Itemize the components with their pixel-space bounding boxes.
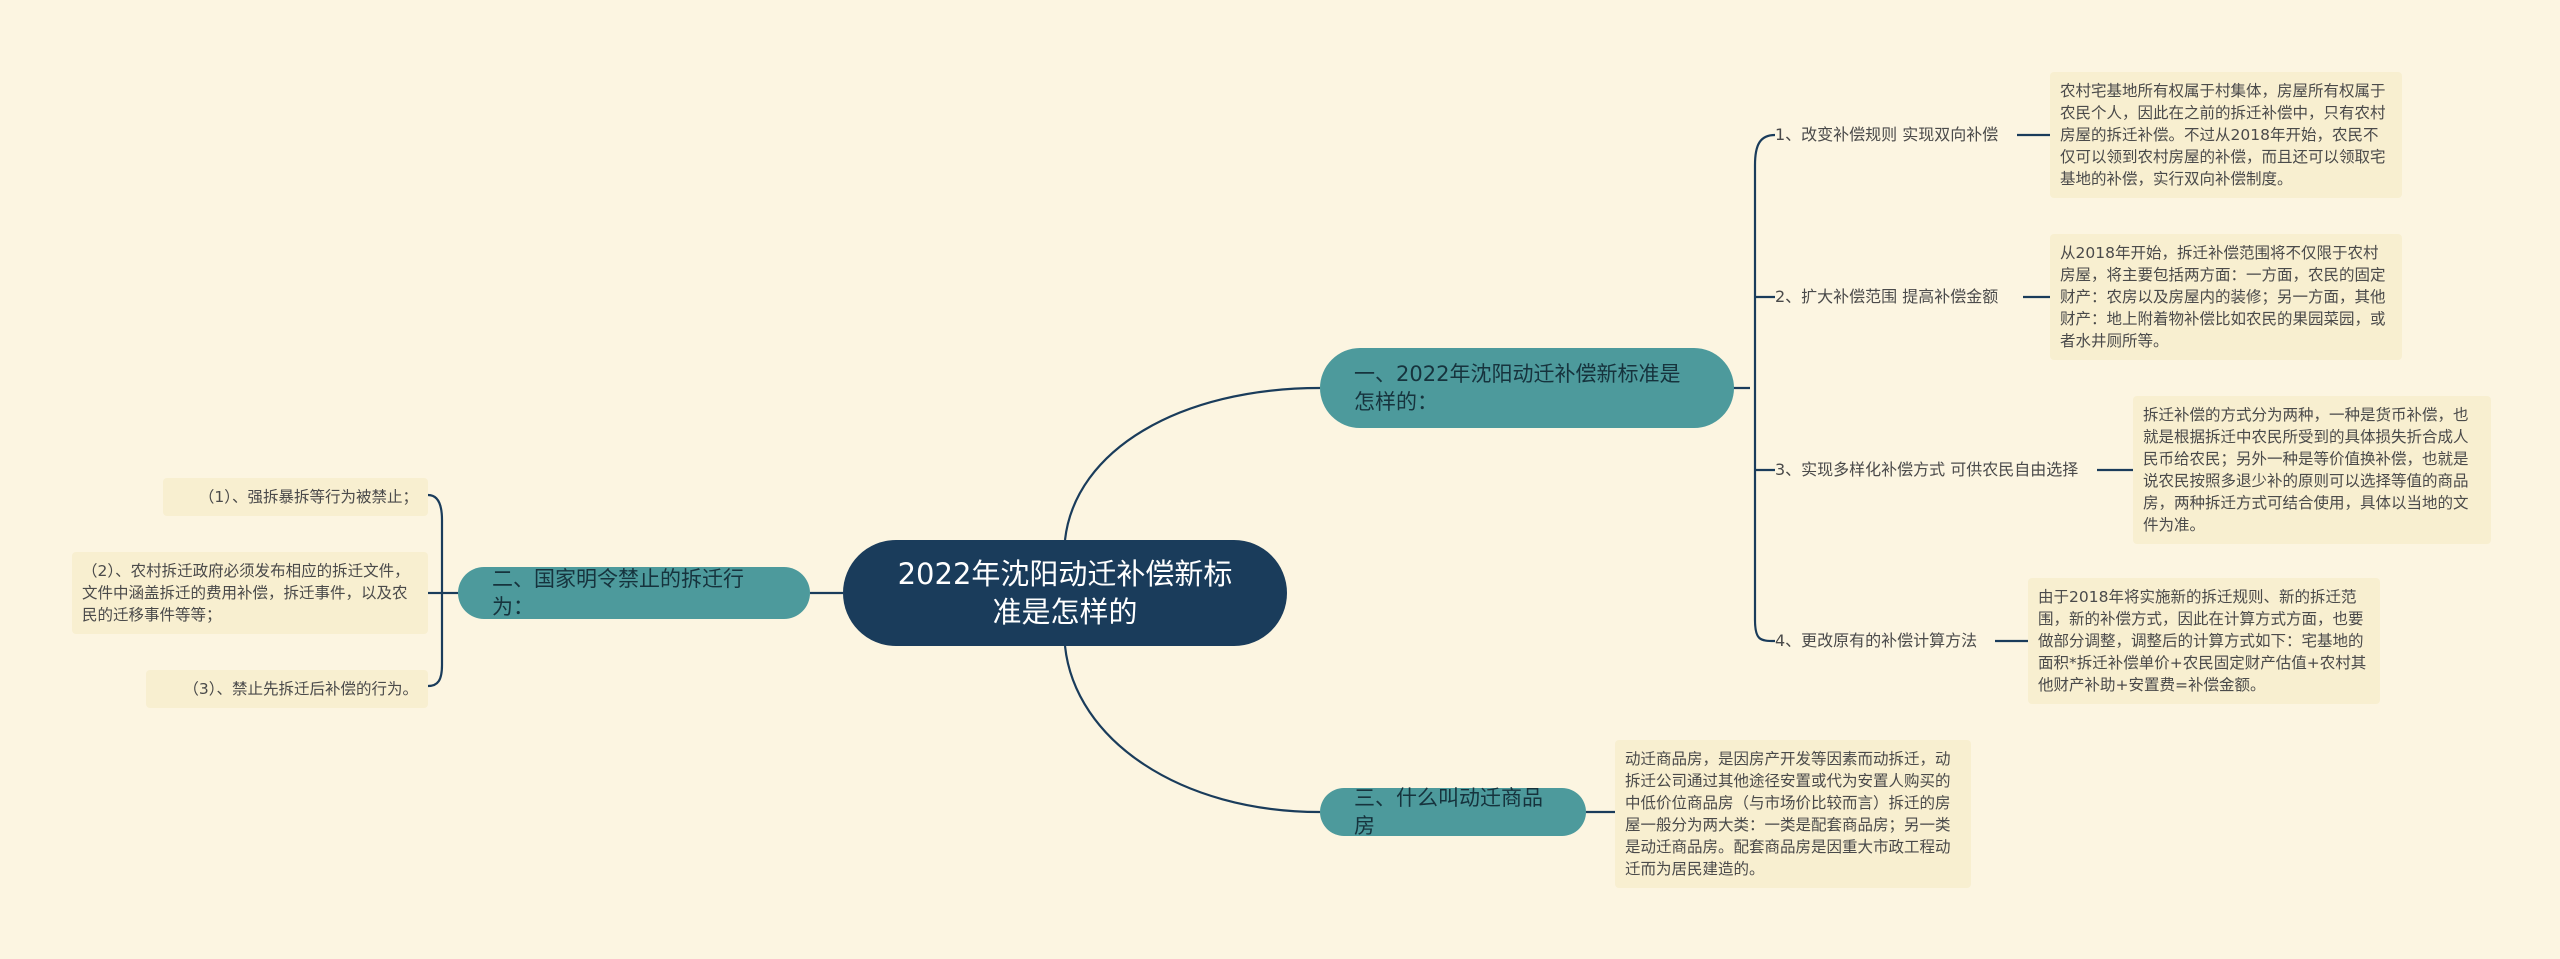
subtopic-4-label: 4、更改原有的补偿计算方法 [1775, 631, 1978, 650]
detail-3-text: 拆迁补偿的方式分为两种，一种是货币补偿，也就是根据拆迁中农民所受到的具体损失折合… [2143, 406, 2469, 534]
subtopic-3[interactable]: 3、实现多样化补偿方式 可供农民自由选择 [1775, 459, 2079, 481]
topic-prohibited-label: 二、国家明令禁止的拆迁行为： [492, 567, 744, 619]
relocation-housing-detail-text: 动迁商品房，是因房产开发等因素而动拆迁，动拆迁公司通过其他途径安置或代为安置人购… [1625, 750, 1951, 878]
detail-3: 拆迁补偿的方式分为两种，一种是货币补偿，也就是根据拆迁中农民所受到的具体损失折合… [2133, 396, 2491, 544]
topic-prohibited[interactable]: 二、国家明令禁止的拆迁行为： [458, 567, 810, 619]
root-topic[interactable]: 2022年沈阳动迁补偿新标准是怎样的 [843, 540, 1287, 646]
subtopic-2-label: 2、扩大补偿范围 提高补偿金额 [1775, 287, 1999, 306]
relocation-housing-detail: 动迁商品房，是因房产开发等因素而动拆迁，动拆迁公司通过其他途径安置或代为安置人购… [1615, 740, 1971, 888]
root-label: 2022年沈阳动迁补偿新标准是怎样的 [897, 557, 1233, 629]
prohibited-item-1: （1）、强拆暴拆等行为被禁止； [163, 478, 428, 516]
prohibited-item-1-text: （1）、强拆暴拆等行为被禁止； [198, 488, 418, 506]
subtopic-3-label: 3、实现多样化补偿方式 可供农民自由选择 [1775, 460, 2079, 479]
subtopic-1-label: 1、改变补偿规则 实现双向补偿 [1775, 125, 1999, 144]
prohibited-item-2-text: （2）、农村拆迁政府必须发布相应的拆迁文件，文件中涵盖拆迁的费用补偿，拆迁事件，… [82, 562, 410, 624]
detail-4-text: 由于2018年将实施新的拆迁规则、新的拆迁范围，新的补偿方式，因此在计算方式方面… [2038, 588, 2367, 694]
topic-standards[interactable]: 一、2022年沈阳动迁补偿新标准是怎样的： [1320, 348, 1734, 428]
detail-2: 从2018年开始，拆迁补偿范围将不仅限于农村房屋，将主要包括两方面：一方面，农民… [2050, 234, 2402, 360]
topic-standards-label: 一、2022年沈阳动迁补偿新标准是怎样的： [1354, 362, 1681, 414]
detail-1: 农村宅基地所有权属于村集体，房屋所有权属于农民个人，因此在之前的拆迁补偿中，只有… [2050, 72, 2402, 198]
prohibited-item-3-text: （3）、禁止先拆迁后补偿的行为。 [183, 680, 418, 698]
subtopic-2[interactable]: 2、扩大补偿范围 提高补偿金额 [1775, 286, 1999, 308]
subtopic-4[interactable]: 4、更改原有的补偿计算方法 [1775, 630, 1978, 652]
prohibited-item-2: （2）、农村拆迁政府必须发布相应的拆迁文件，文件中涵盖拆迁的费用补偿，拆迁事件，… [72, 552, 428, 634]
subtopic-1[interactable]: 1、改变补偿规则 实现双向补偿 [1775, 124, 1999, 146]
detail-2-text: 从2018年开始，拆迁补偿范围将不仅限于农村房屋，将主要包括两方面：一方面，农民… [2060, 244, 2386, 350]
topic-relocation-housing[interactable]: 三、什么叫动迁商品房 [1320, 786, 1586, 838]
topic-relocation-housing-label: 三、什么叫动迁商品房 [1354, 786, 1543, 838]
prohibited-item-3: （3）、禁止先拆迁后补偿的行为。 [146, 670, 428, 708]
detail-1-text: 农村宅基地所有权属于村集体，房屋所有权属于农民个人，因此在之前的拆迁补偿中，只有… [2060, 82, 2386, 188]
detail-4: 由于2018年将实施新的拆迁规则、新的拆迁范围，新的补偿方式，因此在计算方式方面… [2028, 578, 2380, 704]
